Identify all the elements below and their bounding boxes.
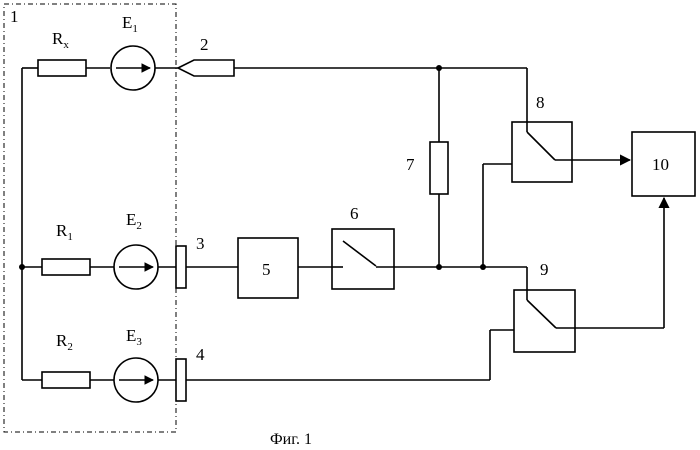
probe-3-label: 3: [196, 234, 205, 253]
resistor-7-label: 7: [406, 155, 415, 174]
r1-label: R1: [56, 221, 73, 243]
switch-8-label: 8: [536, 93, 545, 112]
switch-6-label: 6: [350, 204, 359, 223]
e3-label: E3: [126, 326, 142, 348]
junction-mid-1: [436, 264, 442, 270]
probe-4-label: 4: [196, 345, 205, 364]
e1-label: E1: [122, 13, 138, 35]
resistor-7: [430, 142, 448, 194]
switch-9: [514, 290, 575, 352]
block-5-label: 5: [262, 260, 271, 279]
resistor-rx: [38, 60, 86, 76]
e2-label: E2: [126, 210, 142, 232]
figure-caption: Фиг. 1: [270, 431, 312, 448]
probe-4: [176, 359, 186, 401]
probe-2-label: 2: [200, 35, 209, 54]
probe-2: [178, 60, 234, 76]
block-1-label: 1: [10, 7, 19, 26]
probe-3: [176, 246, 186, 288]
switch-9-label: 9: [540, 260, 549, 279]
switch-8: [512, 122, 572, 182]
resistor-r1: [42, 259, 90, 275]
resistor-r2: [42, 372, 90, 388]
block-10-label: 10: [652, 155, 669, 174]
r2-label: R2: [56, 331, 73, 353]
rx-label: Rx: [52, 29, 69, 51]
switch-6: [332, 229, 394, 289]
